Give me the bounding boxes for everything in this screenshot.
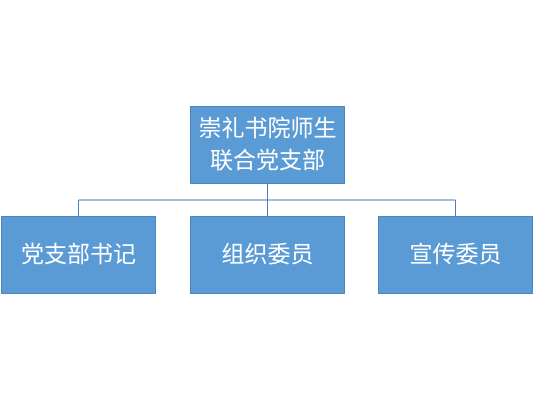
child-node-secretary: 党支部书记 [1, 216, 156, 294]
child-node-label: 组织委员 [221, 242, 314, 268]
root-node-line2: 联合党支部 [210, 148, 325, 174]
child-node-label: 宣传委员 [409, 242, 502, 268]
root-node-line1: 崇礼书院师生 [198, 116, 337, 142]
root-node: 崇礼书院师生 联合党支部 [190, 106, 345, 184]
child-node-label: 党支部书记 [21, 242, 136, 268]
child-node-publicity: 宣传委员 [378, 216, 533, 294]
child-node-organization: 组织委员 [190, 216, 345, 294]
